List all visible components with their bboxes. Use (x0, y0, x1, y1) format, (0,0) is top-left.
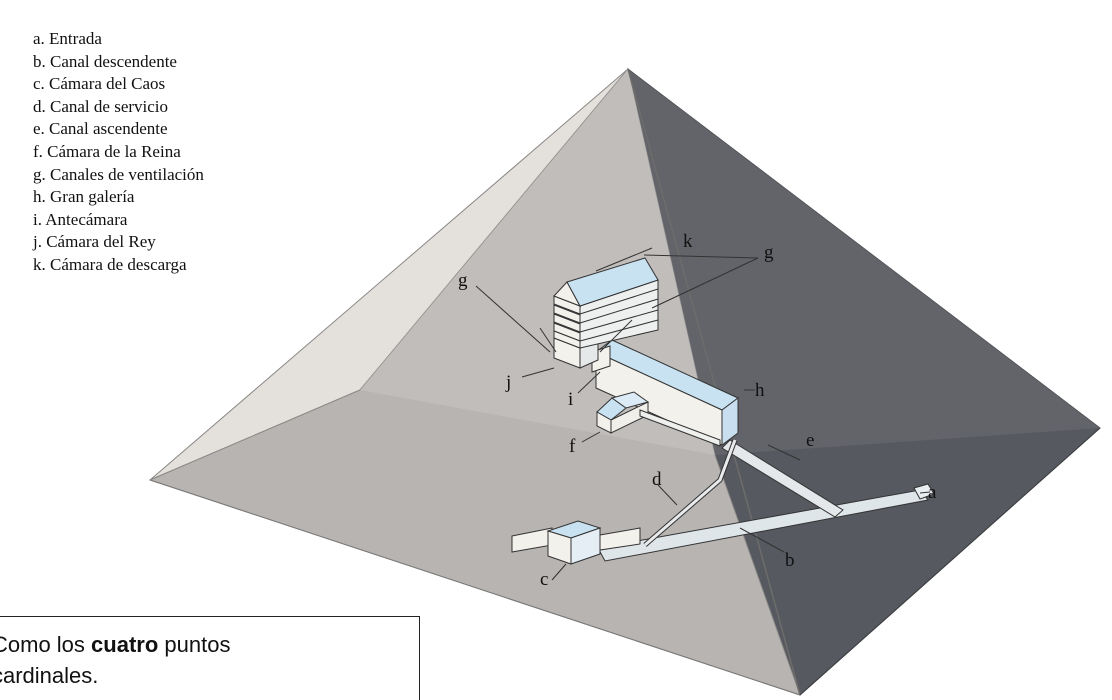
legend-item-k: k. Cámara de descarga (33, 254, 187, 274)
label-j: j (505, 372, 511, 393)
pyramid-right-inner-shade (628, 69, 1100, 455)
legend-item-i: i. Antecámara (33, 209, 128, 229)
legend-item-h: h. Gran galería (33, 187, 135, 207)
legend-item-g: g. Canales de ventilación (33, 164, 204, 184)
label-a: a (928, 482, 937, 503)
caption-after: puntos cardinales. (0, 632, 231, 688)
entrance-block (913, 483, 935, 500)
caption-before: Como los (0, 632, 92, 657)
label-c: c (540, 569, 548, 590)
pyramid-front-edge (627, 68, 801, 696)
leader-lines (475, 247, 931, 581)
legend-item-a: a. Entrada (33, 29, 102, 48)
queen-passage (639, 409, 721, 447)
legend-item-c: c. Cámara del Caos (33, 74, 166, 94)
label-i: i (568, 389, 573, 410)
ventilation-shaft-right (599, 319, 633, 353)
ventilation-shaft-left (539, 327, 557, 353)
label-f: f (569, 436, 576, 457)
label-k: k (683, 231, 693, 252)
legend-item-e: e. Canal ascendente (33, 119, 168, 139)
service-channel-inner (644, 439, 737, 547)
legend-item-f: f. Cámara de la Reina (33, 141, 181, 161)
chaos-chamber-side (570, 527, 601, 565)
legend: a. Entrada b. Canal descendente c. Cámar… (33, 28, 204, 277)
relieving-chambers (553, 257, 659, 349)
pyramid-base-edge (149, 479, 801, 696)
label-b: b (785, 550, 795, 571)
descending-passage (597, 489, 929, 562)
label-g-right: g (764, 242, 774, 263)
legend-item-b: b. Canal descendente (33, 51, 177, 71)
pyramid-base-edge-right (799, 427, 1101, 696)
ascending-passage (721, 439, 844, 518)
label-h: h (755, 380, 765, 401)
legend-item-d: d. Canal de servicio (33, 96, 169, 116)
label-e: e (806, 430, 814, 451)
caption-text: Como los cuatro puntos cardinales. (0, 629, 292, 691)
legend-item-j: j. Cámara del Rey (33, 232, 156, 252)
grand-gallery-end (721, 397, 739, 446)
label-d: d (652, 469, 662, 490)
chaos-passage (599, 527, 641, 551)
caption-bold: cuatro (91, 632, 159, 657)
label-g-left: g (458, 270, 468, 291)
caption-box: Como los cuatro puntos cardinales. (0, 616, 420, 700)
